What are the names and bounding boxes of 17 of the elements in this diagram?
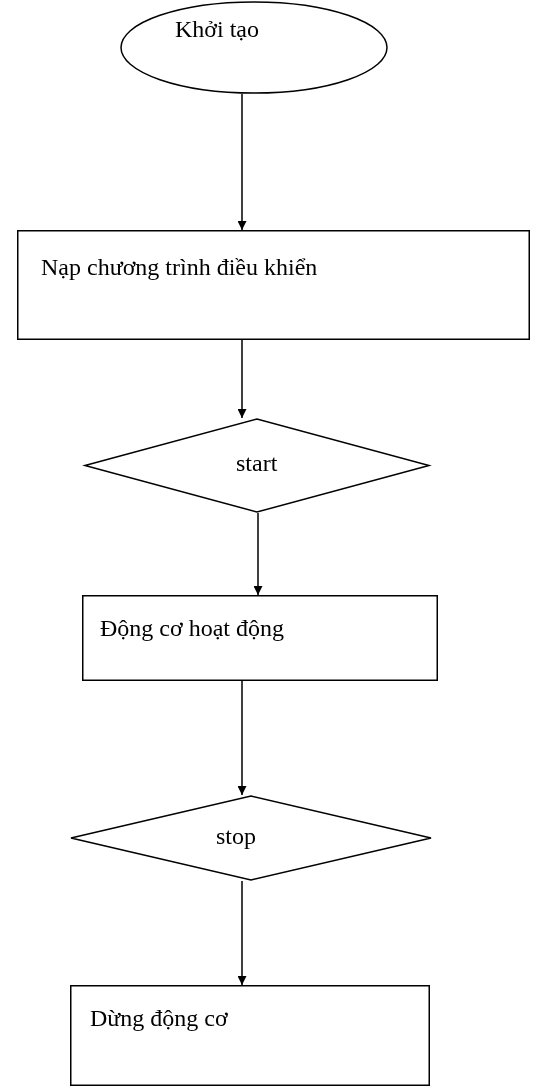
decision-diamond	[70, 795, 432, 881]
node-label: Động cơ hoạt động	[100, 615, 284, 642]
start-ellipse	[120, 1, 388, 94]
arrow	[237, 339, 247, 419]
node-label: stop	[216, 823, 256, 850]
node-label: Khởi tạo	[175, 16, 259, 43]
arrow	[237, 93, 247, 231]
arrow	[237, 680, 247, 796]
node-label: Dừng động cơ	[90, 1005, 228, 1032]
process-box	[17, 230, 530, 340]
process-box	[70, 985, 430, 1086]
decision-diamond	[84, 418, 430, 513]
arrow	[237, 880, 247, 986]
arrow	[253, 512, 263, 596]
process-box	[82, 595, 438, 681]
node-label: Nạp chương trình điều khiển	[41, 254, 318, 281]
node-label: start	[236, 450, 278, 477]
